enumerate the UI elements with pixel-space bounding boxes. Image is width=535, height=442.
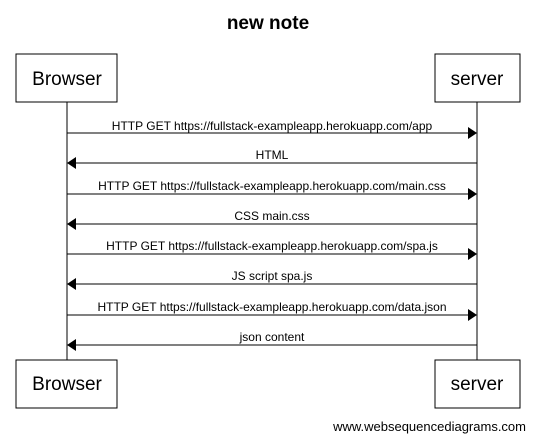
watermark-link[interactable]: www.websequencediagrams.com [332,419,526,434]
message-label: JS script spa.js [232,269,313,283]
message-label: HTTP GET https://fullstack-exampleapp.he… [97,300,446,314]
participant-label-server-top: server [451,69,504,90]
arrowhead-left-icon [67,339,76,351]
message-label: json content [239,330,305,344]
participant-box-server-top: server [434,53,521,103]
message-5: JS script spa.js [67,269,477,290]
message-6: HTTP GET https://fullstack-exampleapp.he… [67,300,477,321]
message-3: CSS main.css [67,209,477,230]
arrowhead-right-icon [468,309,477,321]
participant-label-browser-bottom: Browser [32,374,102,395]
arrowhead-left-icon [67,157,76,169]
arrowhead-left-icon [67,278,76,290]
message-label: HTTP GET https://fullstack-exampleapp.he… [112,119,433,133]
message-label: HTML [256,148,289,162]
message-4: HTTP GET https://fullstack-exampleapp.he… [67,239,477,260]
participant-box-browser-bottom: Browser [15,359,118,409]
message-label: HTTP GET https://fullstack-exampleapp.he… [98,179,446,193]
arrowhead-right-icon [468,248,477,260]
message-label: HTTP GET https://fullstack-exampleapp.he… [106,239,438,253]
message-7: json content [67,330,477,351]
arrowhead-left-icon [67,218,76,230]
participant-label-server-bottom: server [451,374,504,395]
diagram-title: new note [227,13,309,34]
arrowhead-right-icon [468,188,477,200]
participant-box-server-bottom: server [434,359,521,409]
message-1: HTML [67,148,477,169]
message-0: HTTP GET https://fullstack-exampleapp.he… [67,119,477,139]
arrowhead-right-icon [468,127,477,139]
message-label: CSS main.css [234,209,309,223]
participant-label-browser-top: Browser [32,69,102,90]
message-2: HTTP GET https://fullstack-exampleapp.he… [67,179,477,200]
participant-box-browser-top: Browser [15,53,118,103]
